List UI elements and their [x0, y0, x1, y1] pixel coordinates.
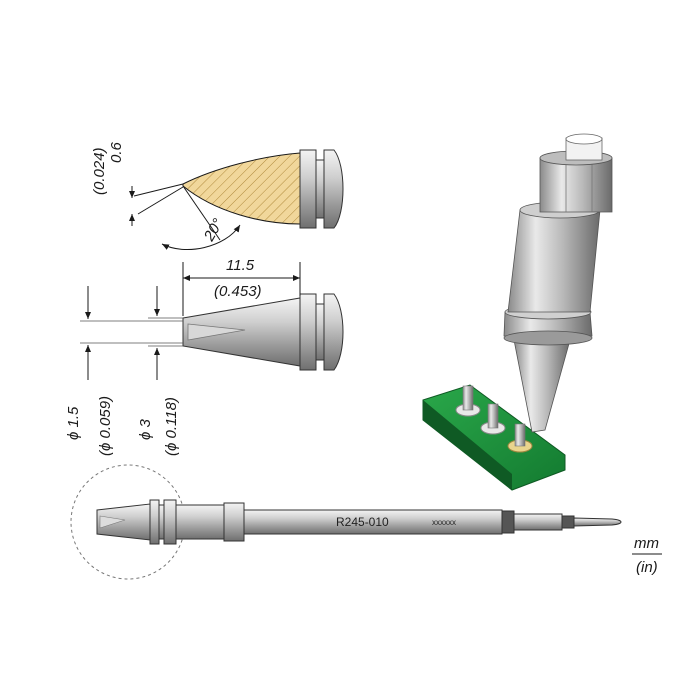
outer-dia-mm-label: ϕ 3 — [137, 418, 154, 440]
cartridge-full-view — [70, 464, 622, 580]
cartridge-serial-label: xxxxxx — [432, 518, 456, 527]
length-in-label: (0.453) — [214, 283, 262, 300]
inner-dia-mm-label: ϕ 1.5 — [65, 406, 82, 440]
cartridge-model-label: R245-010 — [336, 515, 389, 529]
tip-side-view — [129, 149, 344, 251]
outer-dia-in-label: (ϕ 0.118) — [163, 397, 180, 456]
tip-collar — [299, 149, 317, 229]
units-secondary-label: (in) — [636, 559, 658, 576]
cartridge-3d-illustration — [422, 133, 613, 491]
tip-width-in-label: (0.024) — [91, 147, 108, 195]
inner-dia-in-label: (ϕ 0.059) — [97, 396, 114, 456]
length-mm-label: 11.5 — [226, 257, 255, 274]
tip-width-mm-label: 0.6 — [108, 141, 125, 163]
tin-section — [182, 152, 301, 225]
units-primary-label: mm — [634, 535, 659, 552]
tip-top-view — [80, 262, 344, 380]
units-legend: mm (in) — [632, 535, 662, 576]
